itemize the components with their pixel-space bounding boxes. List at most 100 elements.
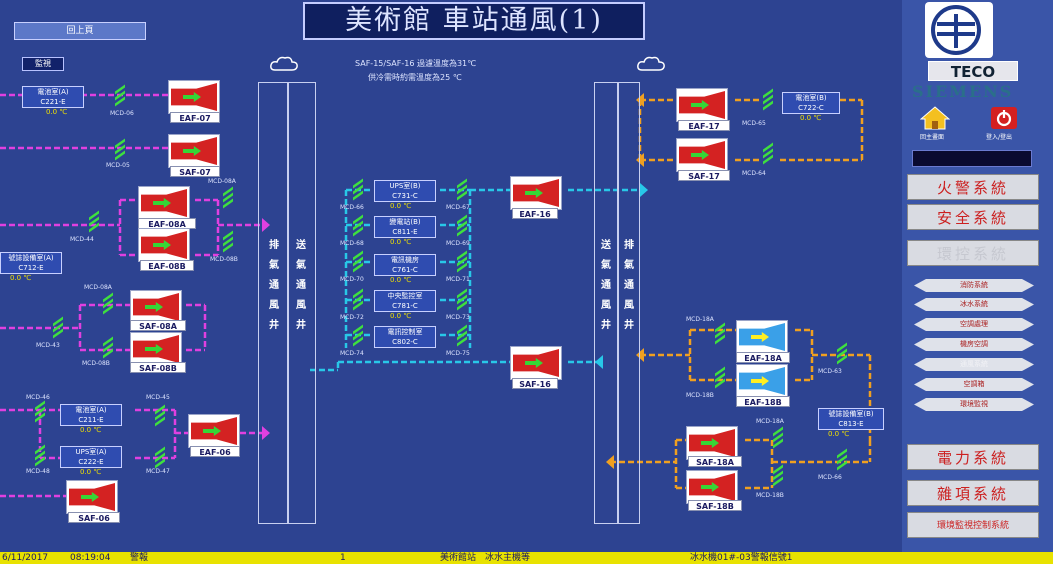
room-c811[interactable]: 變電站(B)C811-E (374, 216, 436, 238)
damper-icon[interactable] (352, 324, 364, 347)
fan-eaf18a[interactable] (736, 320, 788, 354)
fan-eaf18b[interactable] (736, 364, 788, 398)
damper-icon[interactable] (114, 84, 126, 107)
damper-icon[interactable] (714, 366, 726, 389)
fan-eaf08b[interactable] (138, 228, 190, 262)
damper-icon[interactable] (456, 324, 468, 347)
status-display (912, 150, 1032, 167)
subsystem-button[interactable]: 冰水系統 (914, 298, 1034, 311)
damper-icon[interactable] (102, 292, 114, 315)
fan-saf07[interactable] (168, 134, 220, 168)
damper-icon[interactable] (762, 88, 774, 111)
damper-icon[interactable] (456, 178, 468, 201)
home-icon[interactable] (920, 106, 950, 130)
mcd-label: MCD-18A (756, 418, 784, 425)
damper-icon[interactable] (52, 316, 64, 339)
damper-icon[interactable] (772, 426, 784, 449)
damper-icon[interactable] (352, 250, 364, 273)
temperature-readout: 0.0 ℃ (10, 274, 32, 282)
fan-saf18a[interactable] (686, 426, 738, 460)
damper-icon[interactable] (762, 142, 774, 165)
environment-system-button[interactable]: 環控系統 (907, 240, 1039, 266)
fan-eaf07[interactable] (168, 80, 220, 114)
mcd-label: MCD-73 (446, 314, 470, 321)
room-c712[interactable]: 號誌設備室(A)C712-E (0, 252, 62, 274)
misc-system-button[interactable]: 雜項系統 (907, 480, 1039, 506)
temperature-readout: 0.0 ℃ (390, 202, 412, 210)
damper-icon[interactable] (114, 138, 126, 161)
damper-icon[interactable] (836, 342, 848, 365)
damper-icon[interactable] (34, 444, 46, 467)
mcd-label: MCD-75 (446, 350, 470, 357)
temperature-readout: 0.0 ℃ (80, 426, 102, 434)
temperature-note-1: SAF-15/SAF-16 過濾溫度為31℃ (355, 59, 477, 68)
left-shaft-divider (287, 82, 289, 524)
damper-icon[interactable] (456, 214, 468, 237)
room-c813[interactable]: 號誌設備室(B)C813-E (818, 408, 884, 430)
fan-saf17[interactable] (676, 138, 728, 172)
mcd-label: MCD-44 (70, 236, 94, 243)
mcd-label: MCD-08A (84, 284, 112, 291)
fan-saf08a[interactable] (130, 290, 182, 324)
room-c731[interactable]: UPS室(B)C731-C (374, 180, 436, 202)
damper-icon[interactable] (836, 448, 848, 471)
subsystem-button[interactable]: 空調處理 (914, 318, 1034, 331)
status-info: 美術館站 冰水主機等 (440, 553, 531, 563)
mcd-label: MCD-08B (210, 256, 238, 263)
mcd-label: MCD-18B (686, 392, 714, 399)
alarm-status-bar[interactable]: 6/11/2017 08:19:04 警報 1 美術館站 冰水主機等 冰水機01… (0, 552, 1053, 564)
fire-system-button[interactable]: 火警系統 (907, 174, 1039, 200)
room-c221[interactable]: 電池室(A)C221-E (22, 86, 84, 108)
power-system-button[interactable]: 電力系統 (907, 444, 1039, 470)
damper-icon[interactable] (456, 250, 468, 273)
fan-eaf16[interactable] (510, 176, 562, 210)
fan-saf06[interactable] (66, 480, 118, 514)
damper-icon[interactable] (352, 214, 364, 237)
subsystem-button[interactable]: 環境監視 (914, 398, 1034, 411)
fan-label: SAF-06 (68, 512, 120, 523)
mcd-label: MCD-18B (756, 492, 784, 499)
fan-saf18b[interactable] (686, 470, 738, 504)
mcd-label: MCD-67 (446, 204, 470, 211)
power-icon[interactable] (990, 106, 1018, 130)
page-title: 美術館 車站通風(1) (303, 2, 645, 40)
damper-icon[interactable] (154, 446, 166, 469)
damper-icon[interactable] (352, 178, 364, 201)
damper-icon[interactable] (222, 186, 234, 209)
subsystem-button-active[interactable]: 通風系統 (914, 358, 1034, 371)
damper-icon[interactable] (456, 288, 468, 311)
fan-eaf06[interactable] (188, 414, 240, 448)
fan-saf16[interactable] (510, 346, 562, 380)
damper-icon[interactable] (714, 322, 726, 345)
fan-eaf08a[interactable] (138, 186, 190, 220)
fan-eaf17[interactable] (676, 88, 728, 122)
left-exhaust-shaft-label: 排 氣 通 風 井 (269, 240, 279, 331)
damper-icon[interactable] (154, 404, 166, 427)
fan-label: EAF-18A (736, 352, 790, 363)
safety-system-button[interactable]: 安全系統 (907, 204, 1039, 230)
mcd-label: MCD-70 (340, 276, 364, 283)
subsystem-button[interactable]: 消防系統 (914, 279, 1034, 292)
subsystem-button[interactable]: 機房空調 (914, 338, 1034, 351)
fan-saf08b[interactable] (130, 332, 182, 366)
damper-icon[interactable] (88, 210, 100, 233)
auto-control-button[interactable]: 環境監視控制系統 (907, 512, 1039, 538)
home-label: 回主畫面 (920, 134, 945, 141)
subsystem-button[interactable]: 空調箱 (914, 378, 1034, 391)
back-button[interactable]: 回上頁 (14, 22, 146, 40)
damper-icon[interactable] (222, 230, 234, 253)
damper-icon[interactable] (34, 400, 46, 423)
damper-icon[interactable] (772, 464, 784, 487)
room-c222[interactable]: UPS室(A)C222-E (60, 446, 122, 468)
mcd-label: MCD-64 (742, 170, 766, 177)
mcd-label: MCD-69 (446, 240, 470, 247)
fan-label: SAF-17 (678, 170, 730, 181)
room-c722[interactable]: 電池室(B)C722-C (782, 92, 840, 114)
room-c211[interactable]: 電池室(A)C211-E (60, 404, 122, 426)
damper-icon[interactable] (102, 336, 114, 359)
damper-icon[interactable] (352, 288, 364, 311)
magenta-ducts (0, 93, 262, 498)
